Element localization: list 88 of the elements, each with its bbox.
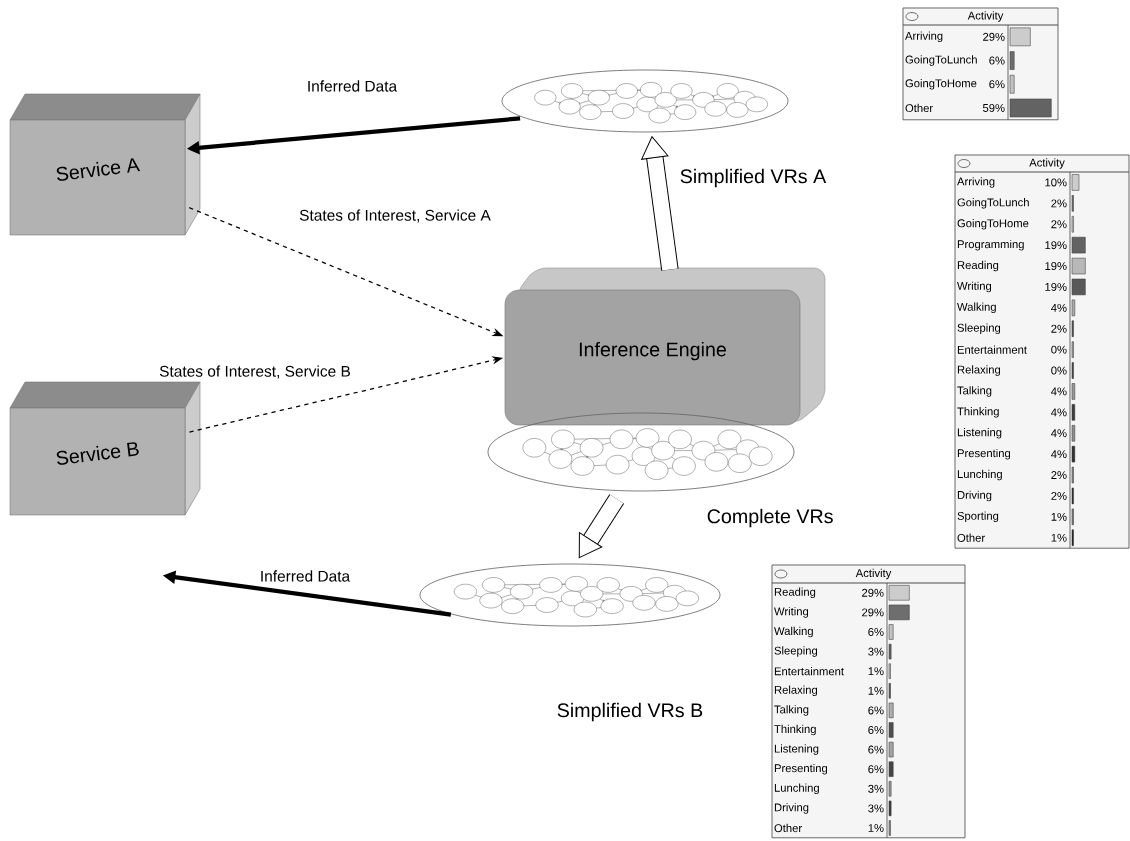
- caption-text: Simplified VRs A: [680, 168, 827, 188]
- percentage-value: 6%: [868, 706, 884, 715]
- activity-name: Arriving: [957, 177, 995, 188]
- percentage-value: 0%: [1051, 366, 1067, 375]
- activity-name: Sleeping: [774, 646, 818, 657]
- activity-name: Sleeping: [957, 323, 1001, 334]
- percentage-value: 4%: [1051, 450, 1067, 459]
- activity-name: Talking: [774, 705, 809, 716]
- activity-name: Relaxing: [957, 365, 1000, 376]
- activity-name: Writing: [957, 281, 992, 293]
- activity-name: Driving: [957, 490, 992, 502]
- percentage-value: 2%: [1051, 492, 1067, 500]
- percentage-value: 3%: [868, 804, 884, 813]
- activity-name: Listening: [957, 428, 1002, 439]
- activity-name: Presenting: [774, 763, 828, 775]
- activity-name: Programming: [957, 239, 1024, 251]
- percentage-value: 2%: [1051, 324, 1067, 333]
- activity-name: Driving: [774, 803, 809, 814]
- activity-name: Other: [905, 103, 933, 113]
- activity-name: GoingToHome: [905, 79, 977, 90]
- percentage-value: 6%: [989, 56, 1005, 65]
- percentage-value: 3%: [868, 784, 884, 793]
- percentage-value: 29%: [983, 32, 1005, 41]
- column-header: Activity: [1029, 158, 1065, 169]
- activity-name: Reading: [774, 587, 816, 599]
- percentage-value: 6%: [868, 726, 884, 734]
- service-box: Service B: [9, 381, 201, 516]
- activity-name: Entertainment: [957, 345, 1027, 354]
- activity-name: Talking: [957, 386, 992, 397]
- activity-name: GoingToHome: [957, 219, 1029, 230]
- activity-name: Arriving: [905, 31, 943, 43]
- percentage-value: 1%: [1051, 533, 1067, 542]
- activity-name: Presenting: [957, 448, 1011, 460]
- percentage-value: 3%: [868, 647, 884, 656]
- activity-name: Other: [957, 533, 985, 542]
- percentage-value: 19%: [1045, 283, 1067, 291]
- activity-name: Walking: [774, 626, 813, 638]
- edge-label: Inferred Data: [258, 568, 352, 584]
- network-ellipse: [501, 69, 789, 133]
- edge-label: Inferred Data: [305, 78, 399, 94]
- percentage-value: 1%: [868, 824, 884, 832]
- activity-name: Relaxing: [774, 685, 817, 697]
- activity-name: Sporting: [957, 511, 999, 523]
- activity-name: GoingToLunch: [905, 55, 977, 66]
- percentage-value: 4%: [1051, 303, 1067, 312]
- percentage-value: 59%: [982, 104, 1005, 112]
- percentage-value: 19%: [1045, 241, 1067, 250]
- activity-name: Other: [774, 823, 802, 833]
- activity-name: Lunching: [774, 783, 819, 795]
- network-ellipse: [487, 412, 795, 492]
- network-ellipse: [419, 563, 721, 627]
- percentage-value: 19%: [1045, 262, 1067, 270]
- percentage-value: 10%: [1045, 178, 1067, 187]
- arrow: [641, 136, 679, 271]
- percentage-value: 4%: [1051, 408, 1067, 417]
- activity-name: Writing: [774, 607, 809, 618]
- percentage-value: 2%: [1051, 220, 1067, 229]
- arrow: [578, 494, 625, 559]
- percentage-value: 6%: [868, 765, 884, 774]
- percentage-value: 6%: [868, 628, 884, 636]
- caption-text: Simplified VRs B: [557, 702, 703, 722]
- activity-name: GoingToLunch: [957, 198, 1029, 209]
- percentage-value: 29%: [862, 608, 884, 617]
- percentage-value: 2%: [1051, 471, 1067, 479]
- percentage-value: 1%: [868, 686, 884, 695]
- activity-name: Walking: [957, 302, 996, 314]
- percentage-value: 2%: [1051, 199, 1067, 208]
- percentage-value: 4%: [1051, 429, 1067, 438]
- percentage-value: 1%: [1051, 512, 1067, 521]
- edge-label: States of Interest, Service A: [297, 208, 493, 224]
- service-box: Service A: [9, 93, 201, 236]
- activity-name: Thinking: [774, 724, 816, 736]
- percentage-value: 6%: [989, 80, 1005, 89]
- percentage-value: 4%: [1051, 387, 1067, 396]
- edge-label: States of Interest, Service B: [157, 364, 353, 380]
- activity-name: Entertainment: [774, 667, 844, 676]
- activity-name: Reading: [957, 260, 999, 272]
- engine-block: Inference Engine: [504, 267, 826, 426]
- percentage-value: 6%: [868, 745, 884, 754]
- activity-name: Thinking: [957, 407, 999, 418]
- percentage-value: 0%: [1051, 345, 1067, 354]
- activity-name: Lunching: [957, 469, 1002, 481]
- activity-name: Listening: [774, 744, 819, 755]
- percentage-value: 29%: [862, 588, 884, 597]
- percentage-value: 1%: [868, 667, 884, 676]
- column-header: Activity: [855, 568, 892, 580]
- caption-text: Complete VRs: [707, 508, 833, 528]
- column-header: Activity: [967, 11, 1004, 22]
